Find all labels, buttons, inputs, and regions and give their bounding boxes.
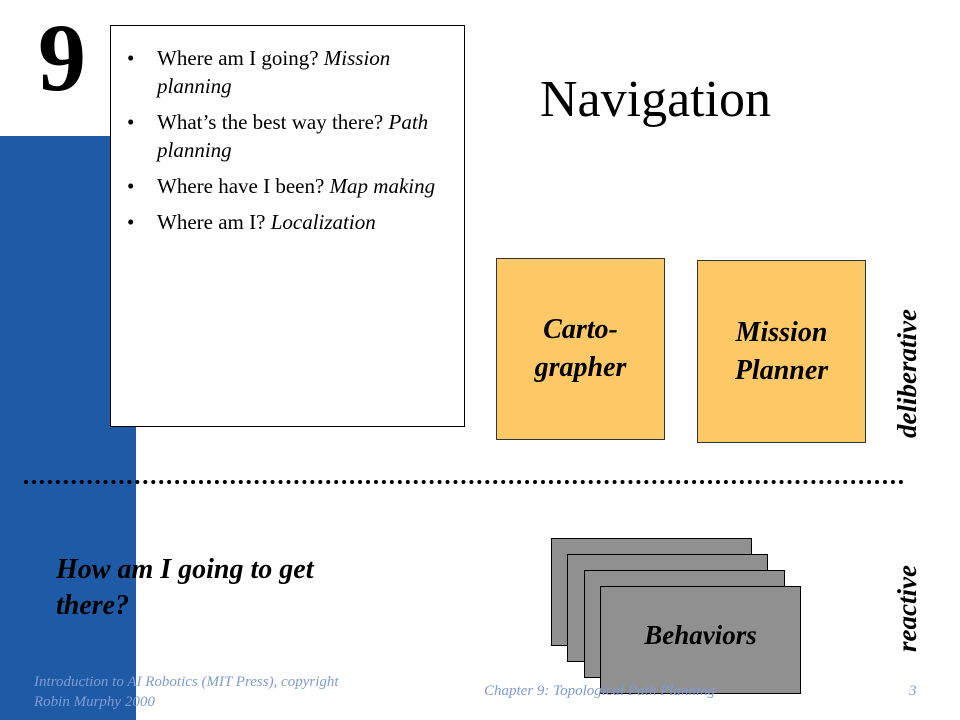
bullet-panel: Where am I going? Mission planning What’… — [110, 25, 465, 427]
bullet-text: Where have I been? — [157, 174, 330, 198]
question-text: How am I going to get there? — [56, 554, 314, 621]
deliberative-label: deliberative — [892, 309, 922, 438]
bullet-item: Where am I going? Mission planning — [127, 44, 456, 100]
bullet-text: Where am I going? — [157, 46, 324, 70]
bullet-emphasis: Mission planning — [157, 46, 391, 98]
bullet-item: What’s the best way there? Path planning — [127, 108, 456, 164]
bullet-text: Where am I? — [157, 210, 271, 234]
chapter-number: 9 — [38, 4, 86, 111]
bullet-emphasis: Map making — [329, 174, 436, 198]
bullet-emphasis: Path planning — [157, 110, 429, 162]
footer-chapter: Chapter 9: Topological Path Planning — [484, 683, 716, 699]
page-number: 3 — [909, 683, 917, 699]
mission-planner-label: Mission Planner — [734, 316, 829, 386]
cartographer-label: Carto- grapher — [534, 314, 627, 383]
bullet-item: Where am I? Localization — [127, 208, 456, 236]
behaviors-label: Behaviors — [644, 620, 757, 650]
bullet-emphasis: Localization — [270, 210, 376, 234]
bullet-text: What’s the best way there? — [157, 110, 389, 134]
footer-copyright: Introduction to AI Robotics (MIT Press),… — [34, 674, 339, 710]
reactive-label: reactive — [892, 565, 922, 652]
layer-divider — [24, 480, 904, 484]
bullet-list: Where am I going? Mission planning What’… — [111, 26, 464, 236]
slide-title: Navigation — [540, 71, 772, 128]
mission-planner-box: Mission Planner — [697, 260, 866, 443]
bullet-item: Where have I been? Map making — [127, 172, 456, 200]
behavior-card-front — [600, 586, 801, 694]
cartographer-box: Carto- grapher — [496, 258, 665, 440]
